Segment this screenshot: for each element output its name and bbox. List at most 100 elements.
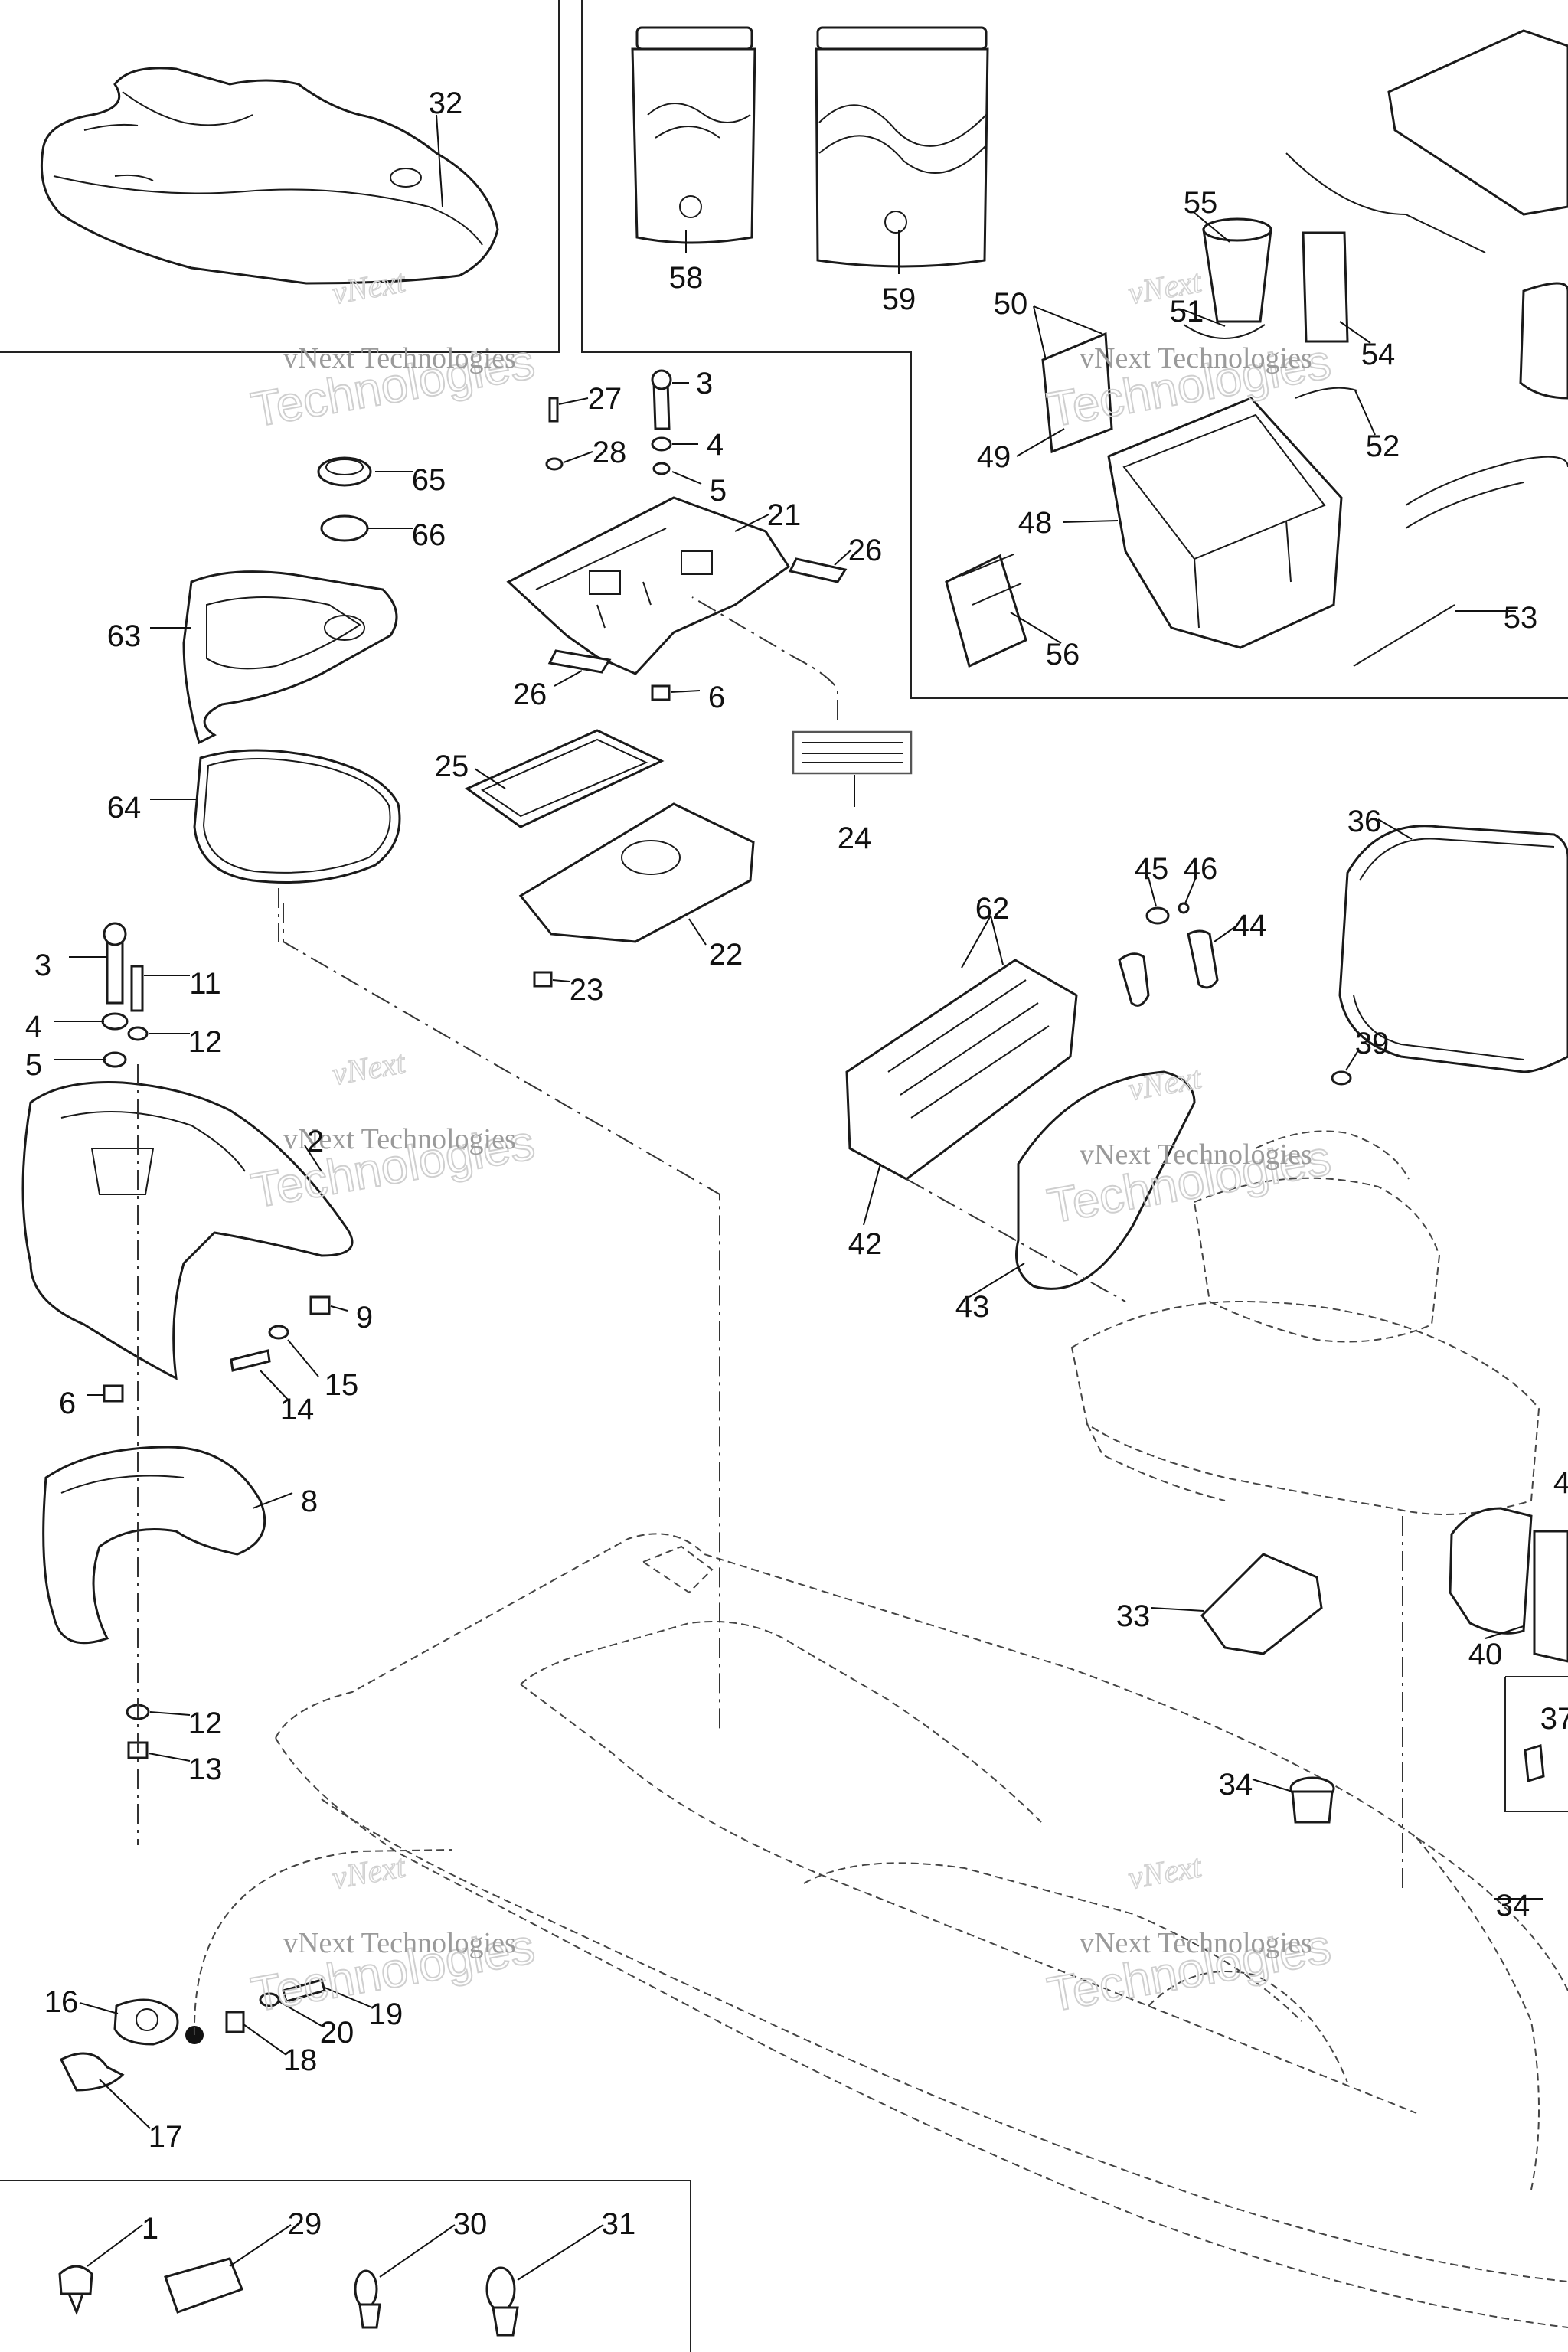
part-29-connector bbox=[164, 2257, 243, 2314]
part-33-plate bbox=[1200, 1553, 1323, 1655]
part-59-bag bbox=[815, 26, 989, 268]
callout-number: 66 bbox=[412, 518, 446, 552]
part-43-gasket bbox=[1015, 1070, 1196, 1290]
callout-number: 32 bbox=[429, 87, 463, 120]
part-55-cup bbox=[1202, 217, 1272, 323]
callout-number: 6 bbox=[59, 1387, 76, 1420]
part-65-cap bbox=[317, 456, 372, 487]
callout-number: 22 bbox=[709, 938, 743, 972]
callout-number: 34 bbox=[1219, 1768, 1253, 1802]
callout-number: 9 bbox=[356, 1301, 373, 1334]
callout-number: 17 bbox=[149, 2120, 183, 2154]
part-56-pads bbox=[945, 554, 1027, 668]
part-8-cover bbox=[42, 1446, 266, 1645]
callout-number: 8 bbox=[301, 1485, 318, 1518]
callout-number: 21 bbox=[767, 498, 802, 532]
watermark-small-text: vNext Technologies bbox=[283, 342, 516, 374]
part-63-tray bbox=[182, 570, 398, 745]
callout-number: 27 bbox=[588, 382, 622, 416]
callout-number: 25 bbox=[435, 750, 469, 783]
part-44-46-latches bbox=[1118, 902, 1219, 1007]
watermark-small-text: vNext Technologies bbox=[283, 1927, 516, 1959]
callout-number: 16 bbox=[44, 1985, 79, 2019]
part-25-frame bbox=[464, 729, 665, 828]
part-42-grille bbox=[845, 959, 1078, 1181]
part-51-clip bbox=[1183, 324, 1266, 339]
callout-number: 55 bbox=[1184, 186, 1218, 220]
callout-number: 64 bbox=[107, 791, 142, 825]
callout-number: 12 bbox=[188, 1707, 223, 1740]
callout-number: 26 bbox=[848, 534, 883, 567]
callout-number: 46 bbox=[1184, 852, 1218, 886]
callout-number: 44 bbox=[1233, 909, 1267, 942]
callout-number: 24 bbox=[838, 822, 872, 855]
callout-number: 49 bbox=[977, 440, 1011, 474]
part-40-gasket bbox=[1449, 1507, 1568, 1663]
part-39-nut bbox=[1331, 1070, 1352, 1086]
callout-number: 33 bbox=[1116, 1599, 1151, 1633]
part-32-cover bbox=[40, 67, 499, 285]
part-66-disc bbox=[320, 514, 369, 542]
watermark-top-text: vNext bbox=[329, 1849, 408, 1896]
assembly-lines bbox=[137, 596, 1403, 1891]
callout-number: 30 bbox=[453, 2207, 488, 2241]
callout-number: 59 bbox=[882, 283, 916, 316]
callout-number: 20 bbox=[320, 2016, 354, 2050]
part-17-handle bbox=[59, 2052, 125, 2092]
callout-number: 54 bbox=[1361, 338, 1396, 371]
callout-number: 14 bbox=[280, 1393, 315, 1426]
part-1-fastener bbox=[58, 2265, 93, 2316]
part-52-cable bbox=[1295, 387, 1357, 399]
part-24-label bbox=[792, 730, 913, 775]
part-26-strip bbox=[547, 557, 848, 674]
callout-number: 45 bbox=[1135, 852, 1169, 886]
callout-number: 37 bbox=[1540, 1702, 1568, 1736]
part-30-tie bbox=[354, 2269, 381, 2329]
callout-number: 11 bbox=[189, 967, 221, 1001]
bolt-hardware-center bbox=[533, 369, 672, 988]
callout-number: 15 bbox=[325, 1368, 359, 1402]
part-48-storage-bin bbox=[1107, 397, 1343, 649]
part-49-plate bbox=[1041, 332, 1113, 454]
watermark-small-text: vNext Technologies bbox=[1080, 342, 1312, 374]
part-31-tie bbox=[485, 2266, 519, 2337]
callout-number: 56 bbox=[1046, 638, 1080, 671]
callout-number: 50 bbox=[994, 287, 1028, 321]
callout-number: 48 bbox=[1018, 506, 1053, 540]
callout-number: 5 bbox=[710, 474, 727, 508]
watermark-small-text: vNext Technologies bbox=[1080, 1138, 1312, 1171]
callout-number: 3 bbox=[34, 949, 51, 982]
watermark-top-text: vNext bbox=[1125, 1849, 1204, 1896]
callout-number: 34 bbox=[1496, 1889, 1530, 1922]
callout-number: 53 bbox=[1504, 601, 1538, 635]
callout-number: 51 bbox=[1170, 295, 1204, 328]
callout-number: 4 bbox=[707, 428, 724, 462]
callout-number: 6 bbox=[708, 681, 725, 714]
right-edge-parts bbox=[1285, 29, 1568, 529]
callout-number: 52 bbox=[1366, 430, 1400, 463]
part-2-cover bbox=[21, 1081, 354, 1380]
part-36-gasket bbox=[1338, 825, 1568, 1073]
part-37-clip bbox=[1524, 1744, 1545, 1782]
callout-number: 43 bbox=[956, 1290, 990, 1324]
callout-number: 4 bbox=[1553, 1466, 1568, 1500]
callout-number: 23 bbox=[570, 973, 604, 1007]
part-21-bracket bbox=[506, 496, 791, 675]
callout-number: 1 bbox=[142, 2212, 158, 2246]
callout-number: 2 bbox=[307, 1125, 324, 1158]
callout-number: 42 bbox=[848, 1227, 883, 1261]
callout-number: 36 bbox=[1348, 805, 1382, 838]
callout-number: 63 bbox=[107, 619, 142, 653]
callout-number: 18 bbox=[283, 2043, 318, 2077]
callout-number: 65 bbox=[412, 463, 446, 497]
callout-number: 26 bbox=[513, 678, 547, 711]
hull-body bbox=[275, 1533, 1568, 2328]
part-53-rod bbox=[1353, 604, 1455, 667]
